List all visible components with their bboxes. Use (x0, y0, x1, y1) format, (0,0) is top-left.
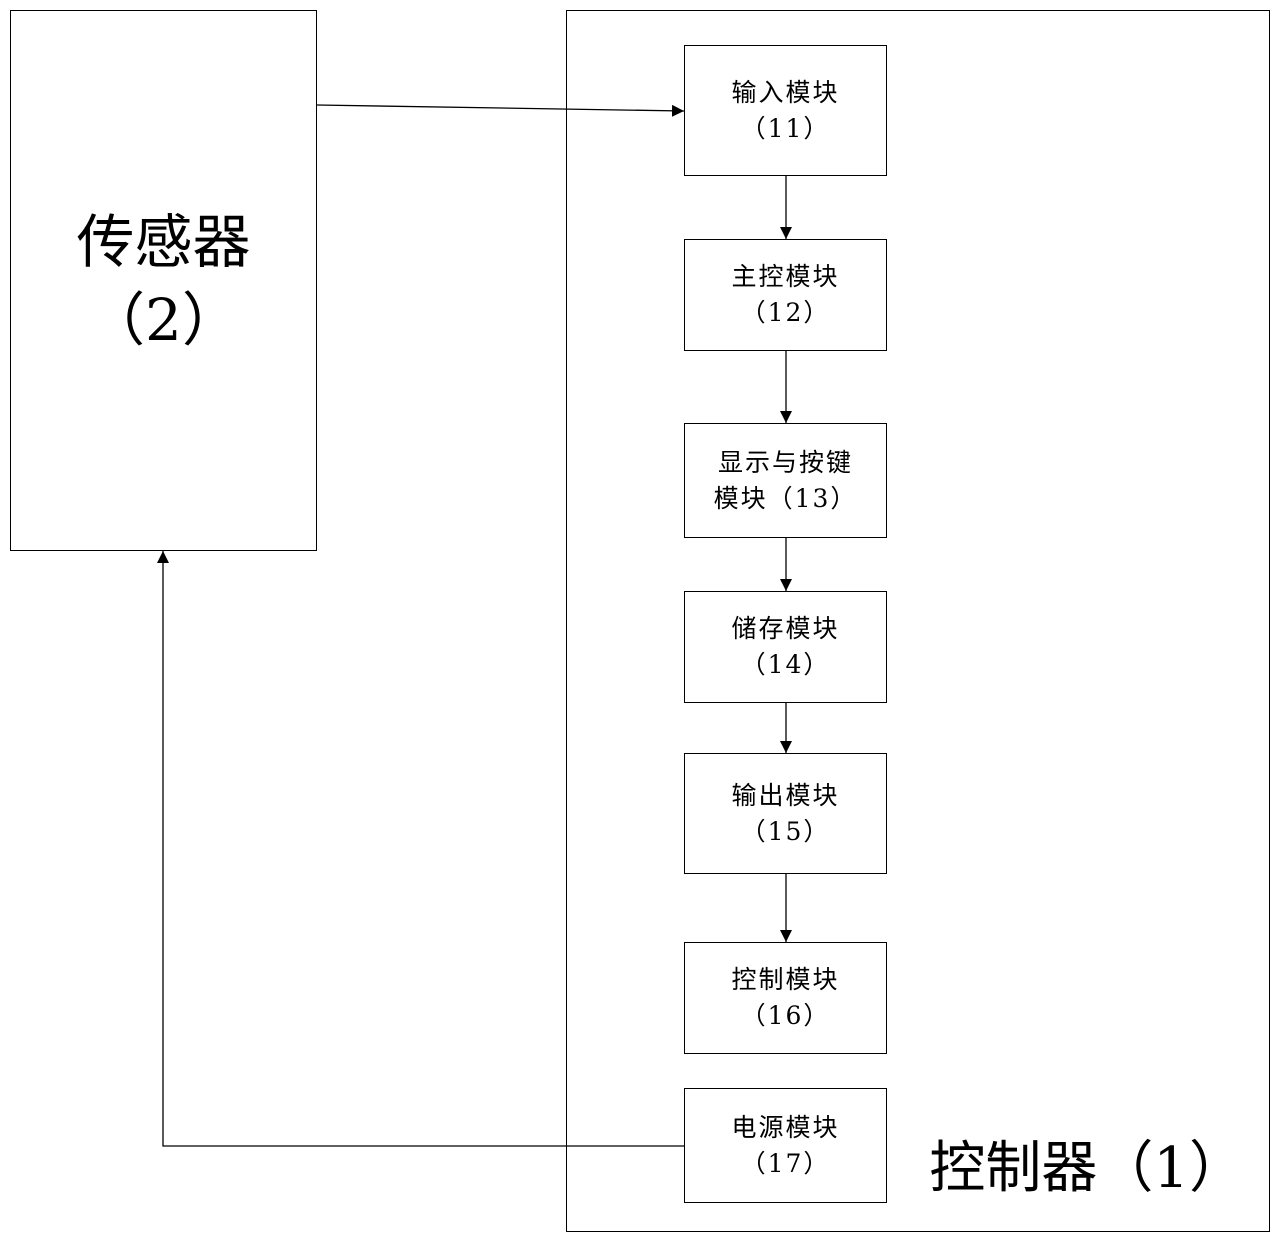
module-input-number: （11） (740, 113, 831, 143)
module-power-name: 电源模块 (731, 1112, 840, 1142)
module-output-number: （15） (740, 816, 831, 846)
module-input-name: 输入模块 (731, 77, 840, 107)
controller-block: 控制器（1） (566, 10, 1270, 1232)
module-storage: 储存模块 （14） (684, 591, 887, 703)
module-display-keys-line1: 显示与按键 (717, 447, 853, 477)
sensor-number: （2） (87, 286, 240, 354)
module-main-control-number: （12） (740, 298, 831, 327)
module-output: 输出模块 （15） (684, 753, 887, 874)
module-power-number: （17） (740, 1148, 831, 1178)
module-control: 控制模块 （16） (684, 942, 887, 1054)
controller-label: 控制器（1） (929, 1136, 1245, 1201)
module-input: 输入模块 （11） (684, 45, 887, 176)
module-control-number: （16） (740, 1001, 831, 1030)
module-display-keys-line2: 模块（13） (713, 483, 858, 513)
module-main-control-name: 主控模块 (731, 262, 840, 291)
sensor-name: 传感器 (76, 208, 251, 276)
module-storage-name: 储存模块 (731, 614, 840, 643)
sensor-block: 传感器 （2） (10, 10, 317, 551)
module-display-keys: 显示与按键 模块（13） (684, 423, 887, 538)
module-power: 电源模块 （17） (684, 1088, 887, 1203)
module-storage-number: （14） (740, 650, 831, 679)
module-output-name: 输出模块 (731, 780, 840, 810)
module-control-name: 控制模块 (731, 965, 840, 994)
module-main-control: 主控模块 （12） (684, 239, 887, 351)
